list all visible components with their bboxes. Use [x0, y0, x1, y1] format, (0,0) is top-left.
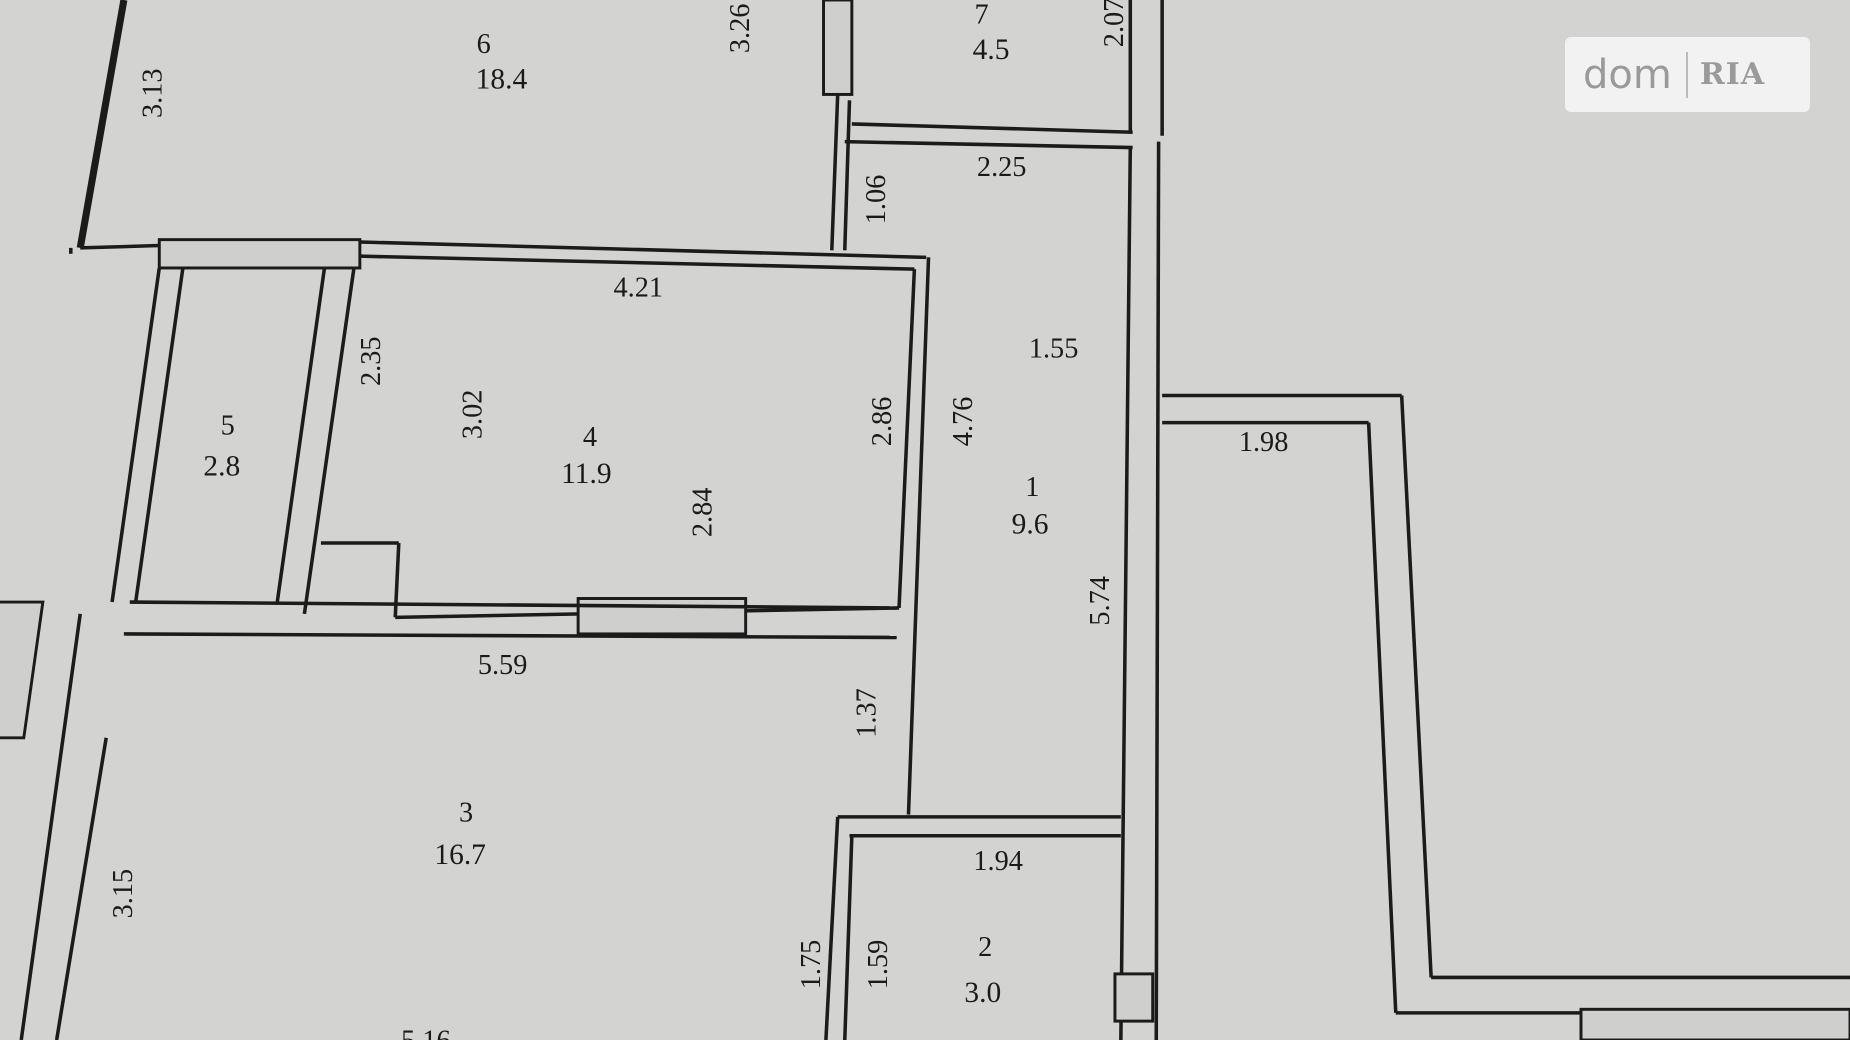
room-4-number: 4 [583, 422, 597, 453]
dim-label: 3.13 [138, 68, 169, 118]
dim-label: 5.74 [1085, 576, 1116, 626]
dim-label: 1.55 [1029, 334, 1079, 365]
dim-label: 5.16 [401, 1025, 451, 1040]
room-4-area: 11.9 [561, 458, 612, 490]
dim-label: 1.98 [1239, 427, 1289, 458]
dim-label: 1.75 [796, 940, 827, 990]
room-6-area: 18.4 [476, 64, 528, 96]
logo-ria-text: RIA [1699, 57, 1766, 92]
dim-label: 2.35 [356, 336, 387, 386]
room-5-number: 5 [221, 410, 235, 441]
dimension-labels: 3.13 3.26 2.07 2.25 1.06 4.21 2.35 3.02 … [108, 0, 1288, 1040]
room-labels: 6 18.4 7 4.5 5 2.8 4 11.9 1 9.6 3 16.7 2… [203, 0, 1048, 1009]
dim-label: 1.37 [851, 688, 882, 738]
room-3-number: 3 [459, 798, 473, 829]
dim-label: 3.15 [108, 869, 139, 919]
dim-label: 4.76 [948, 397, 979, 447]
dim-label: 1.94 [973, 846, 1023, 877]
room-1-number: 1 [1025, 472, 1039, 503]
dim-label: 2.07 [1099, 0, 1130, 47]
room-7-area: 4.5 [973, 34, 1010, 66]
dim-label: 2.86 [867, 397, 898, 447]
dim-label: 2.84 [687, 488, 718, 538]
dim-label: 2.25 [977, 152, 1027, 183]
logo-dom-text: dom [1565, 51, 1688, 98]
dim-label: 1.59 [863, 940, 894, 990]
dim-label: 3.26 [725, 4, 756, 54]
room-5-area: 2.8 [203, 451, 240, 483]
room-2-area: 3.0 [964, 977, 1001, 1009]
room-1-area: 9.6 [1012, 509, 1049, 541]
dim-label: 5.59 [478, 650, 528, 681]
room-7-number: 7 [975, 0, 989, 31]
domria-logo: dom RIA [1565, 37, 1810, 112]
dim-label: 3.02 [457, 390, 488, 440]
dim-label: 4.21 [614, 272, 664, 303]
room-3-area: 16.7 [434, 839, 486, 871]
dim-label: 1.06 [861, 175, 892, 225]
room-6-number: 6 [477, 29, 491, 60]
room-2-number: 2 [978, 932, 992, 963]
